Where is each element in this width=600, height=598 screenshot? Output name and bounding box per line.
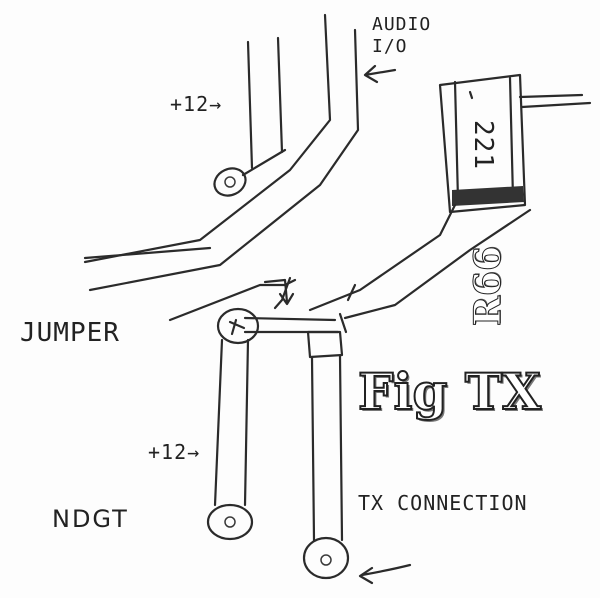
resistor-value-label: 221 (467, 120, 498, 170)
r66-label: R66 (467, 245, 510, 327)
pad-tx-connection (302, 536, 350, 580)
jumper-label: JUMPER (20, 318, 120, 348)
fig-title: Fig TX (357, 361, 542, 422)
arrow-jumper (263, 278, 295, 306)
plus12-top-label: +12→ (170, 92, 223, 116)
ndgt-label: NDGT (52, 505, 129, 533)
pad-jumper-left (216, 307, 260, 345)
arrow-audio-io (363, 64, 397, 84)
trace-tx-connection (306, 330, 344, 359)
pad-hole-plus12-top (224, 176, 236, 188)
pad-ndgt (206, 503, 254, 541)
trace-plus12-bottom (213, 338, 250, 507)
trace-audio-io (83, 13, 332, 264)
trace-resistor-to-jumper (308, 203, 457, 312)
resistor-r66 (438, 73, 592, 214)
trace-plus12-top (246, 36, 284, 170)
pad-plus12-top (213, 167, 247, 197)
arrow-tx-connection (358, 563, 412, 585)
tx-connection-label: TX CONNECTION (358, 491, 528, 515)
jumper-wire (243, 312, 348, 334)
plus12-bottom-label: +12→ (148, 440, 201, 464)
audio-io-label: AUDIO I/O (372, 14, 432, 57)
